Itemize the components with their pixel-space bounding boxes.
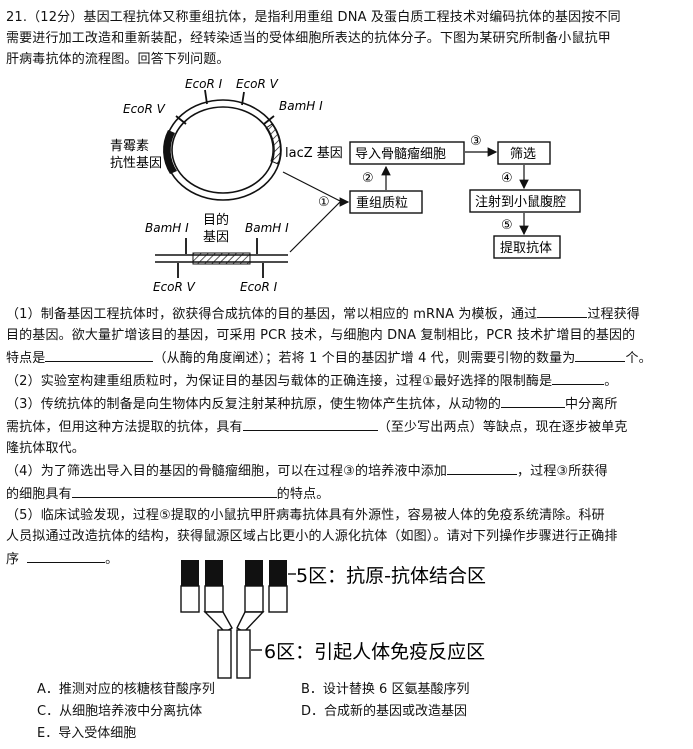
target-gene-segment (192, 252, 251, 265)
target-gene-dna (155, 238, 288, 278)
resistance-gene-segment (163, 130, 177, 174)
step-5-label: ⑤ (501, 218, 513, 233)
q5-line-2: 人员拟通过改造抗体的结构，获得鼠源区域占比更小的人源化抗体（如图）。请对下列操作… (6, 529, 618, 544)
option-b[interactable]: B．设计替换 6 区氨基酸序列 (301, 682, 470, 697)
option-a[interactable]: A．推测对应的核糖核苷酸序列 (37, 682, 215, 697)
resistance-gene-label-2: 抗性基因 (110, 156, 162, 171)
extract-antibody-label: 提取抗体 (500, 240, 552, 256)
bamh-i-bottom-left-label: BamH Ⅰ (145, 221, 189, 235)
antibody-diagram: 5区：抗原-抗体结合区 6区：引起人体免疫反应区 (180, 560, 486, 679)
intro-line-3: 肝病毒抗体的流程图。回答下列问题。 (6, 52, 230, 67)
sub-questions: （1）制备基因工程抗体时，欲获得合成抗体的目的基因，常以相应的 mRNA 为模板… (6, 302, 687, 570)
ecor-i-top-label: EcoR Ⅰ (185, 77, 223, 91)
q3-line-3: 隆抗体取代。 (6, 441, 85, 456)
q5-line-3: 序。 (6, 547, 687, 570)
target-gene-label-2: 基因 (203, 230, 229, 245)
plasmid-flow-diagram: EcoR Ⅰ EcoR V EcoR V BamH Ⅰ 青霉素 抗性基因 lac… (110, 77, 581, 294)
answer-blank[interactable] (45, 346, 154, 362)
plasmid-ring (163, 89, 282, 201)
region-6-label: 6区：引起人体免疫反应区 (264, 641, 485, 663)
bamh-i-bottom-right-label: BamH Ⅰ (245, 221, 289, 235)
answer-blank[interactable] (242, 415, 378, 431)
answer-blank[interactable] (500, 392, 565, 408)
inject-mouse-box (469, 189, 581, 213)
q1-line-2: 目的基因。欲大量扩增该目的基因，可采用 PCR 技术，与细胞内 DNA 复制相比… (6, 328, 636, 343)
answer-blank[interactable] (71, 482, 277, 498)
target-gene-label-1: 目的 (203, 212, 229, 228)
q1-line-3: 特点是（从酶的角度阐述）；若将 1 个目的基因扩增 4 代，则需要引物的数量为个… (6, 346, 687, 369)
lacz-gene-label: lacZ 基因 (285, 146, 343, 161)
option-c[interactable]: C．从细胞培养液中分离抗体 (37, 704, 203, 719)
step-4-label: ④ (501, 171, 513, 186)
answer-blank[interactable] (537, 302, 588, 318)
option-e[interactable]: E．导入受体细胞 (37, 726, 137, 741)
answer-blank[interactable] (552, 369, 605, 385)
step-3-label: ③ (470, 134, 482, 149)
ecor-v-left-label: EcoR V (123, 102, 166, 116)
ecor-i-bottom-label: EcoR Ⅰ (240, 280, 278, 294)
antibody-structure (180, 560, 288, 679)
answer-blank[interactable] (575, 346, 626, 362)
q4-line-1: （4）为了筛选出导入目的基因的骨髓瘤细胞，可以在过程③的培养液中添加，过程③所获… (6, 459, 687, 482)
q1-line-1: （1）制备基因工程抗体时，欲获得合成抗体的目的基因，常以相应的 mRNA 为模板… (6, 302, 687, 325)
screening-label: 筛选 (510, 147, 536, 162)
q2-line-1: （2）实验室构建重组质粒时，为保证目的基因与载体的正确连接，过程①最好选择的限制… (6, 369, 687, 392)
answer-blank[interactable] (27, 547, 106, 563)
myeloma-label: 导入骨髓瘤细胞 (355, 146, 446, 162)
ecor-v-top-label: EcoR V (236, 77, 279, 91)
q4-line-2: 的细胞具有的特点。 (6, 482, 687, 505)
screening-box (497, 141, 551, 165)
lacz-gene-segment (265, 123, 281, 165)
intro-line-2: 需要进行加工改造和重新装配，经转染适当的受体细胞所表达的抗体分子。下图为某研究所… (6, 31, 611, 46)
recombinant-plasmid-label: 重组质粒 (356, 195, 408, 211)
region-5-label: 5区：抗原-抗体结合区 (296, 565, 486, 587)
step-2-label: ② (362, 171, 374, 186)
resistance-gene-label-1: 青霉素 (110, 139, 149, 154)
myeloma-box (349, 141, 465, 165)
extract-antibody-box (493, 235, 561, 259)
recombinant-plasmid-box (349, 190, 423, 214)
intro-line-1: 21.（12分）基因工程抗体又称重组抗体，是指利用重组 DNA 及蛋白质工程技术… (6, 10, 621, 25)
ecor-v-bottom-label: EcoR V (153, 280, 196, 294)
step-1-label: ① (318, 195, 330, 210)
bamh-i-right-label: BamH Ⅰ (279, 99, 323, 113)
option-d[interactable]: D．合成新的基因或改造基因 (301, 704, 468, 719)
inject-mouse-label: 注射到小鼠腹腔 (475, 194, 566, 210)
q3-line-1: （3）传统抗体的制备是向生物体内反复注射某种抗原，使生物体产生抗体，从动物的中分… (6, 392, 687, 415)
q3-line-2: 需抗体，但用这种方法提取的抗体，具有（至少写出两点）等缺点，现在逐步被单克 (6, 415, 687, 438)
question-intro: 21.（12分）基因工程抗体又称重组抗体，是指利用重组 DNA 及蛋白质工程技术… (6, 7, 687, 70)
q5-line-1: （5）临床试验发现，过程⑤提取的小鼠抗甲肝病毒抗体具有外源性，容易被人体的免疫系… (6, 508, 605, 523)
answer-blank[interactable] (447, 459, 518, 475)
